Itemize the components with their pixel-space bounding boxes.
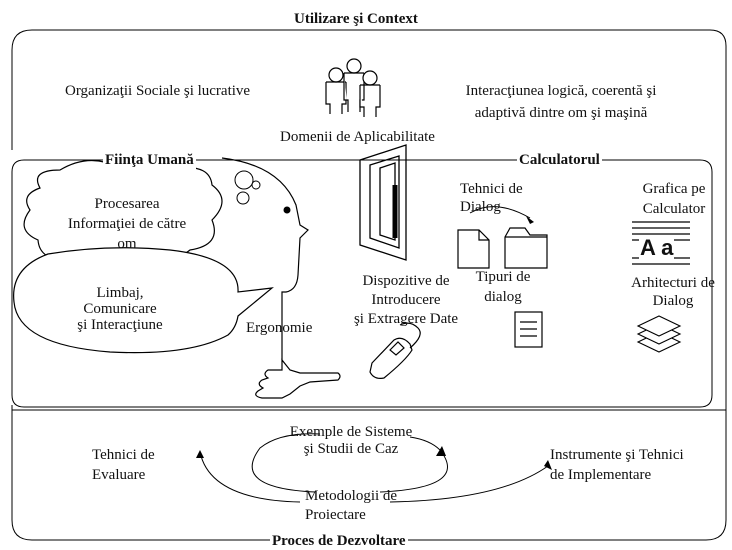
interaction-line-2: adaptivă dintre om şi maşină [474,105,648,121]
dialog-architectures-label: Arhitecturi de Dialog [614,274,732,310]
system-examples-label: Exemple de Sisteme şi Studii de Caz [276,424,426,458]
impl-arrow [544,460,552,470]
head-profile-icon [221,157,309,360]
info-processing-line-2: Informaţiei de către [67,216,187,232]
design-methodologies-line-2: Proiectare [305,507,366,523]
info-processing-line-3: om [117,236,137,252]
evaluation-line-1: Tehnici de [92,447,155,463]
computer-graphics-line-1: Grafica pe [642,181,706,197]
implementation-tools-label: Instrumente şi Tehnici de Implementare [550,446,684,484]
document-icon [457,229,490,269]
organizations-label: Organizaţii Sociale şi lucrative [65,83,251,99]
layers-icon [636,315,682,353]
language-line-1: Limbaj, [96,285,144,301]
eval-curve [199,451,301,503]
dialog-types-line-2: dialog [484,289,522,305]
language-line-3: şi Interacţiune [77,317,163,333]
speech-bubble [13,247,274,354]
interaction-label: Interacţiunea logică, coerentă şi adapti… [436,82,686,122]
io-devices-line-3: şi Extragere Date [353,311,459,327]
title-computer: Calculatorul [517,151,602,169]
cycle-arrow-right [436,446,446,456]
hand-icon [255,358,341,399]
computer-graphics-line-2: Calculator [642,201,706,217]
system-examples-line-2: şi Studii de Caz [303,441,399,457]
dialog-architectures-line-1: Arhitecturi de [631,275,715,291]
outer-frame [11,29,727,541]
title-usage-context: Utilizare şi Context [292,10,420,28]
dialog-curve [469,206,531,219]
dialog-techniques-label: Tehnici de Dialog [460,180,523,216]
monitor-icon [359,144,407,261]
dialog-techniques-line-1: Tehnici de [460,181,523,197]
list-document-icon [514,311,543,348]
dialog-curve-arrow [526,216,534,224]
system-examples-line-1: Exemple de Sisteme [289,424,413,440]
design-methodologies-line-1: Metodologii de [305,488,398,504]
language-line-2: Comunicare [83,301,157,317]
implementation-line-2: de Implementare [550,467,652,483]
implementation-line-1: Instrumente şi Tehnici [550,447,684,463]
evaluation-techniques-label: Tehnici de Evaluare [92,446,155,484]
eval-arrow [196,450,204,458]
cycle-curve-left [251,433,321,493]
thought-dot-2 [236,191,250,205]
dialog-techniques-line-2: Dialog [460,199,501,215]
eye-icon [283,206,291,214]
io-devices-label: Dispozitive de Introducere şi Extragere … [336,272,476,329]
impl-curve [389,465,549,503]
design-methodologies-label: Metodologii de Proiectare [305,487,397,525]
computer-graphics-label: Grafica pe Calculator [628,180,720,218]
language-label: Limbaj, Comunicare şi Interacţiune [50,285,190,333]
application-domains-label: Domenii de Aplicabilitate [280,129,435,145]
io-devices-line-2: Introducere [371,292,441,308]
interaction-line-1: Interacţiunea logică, coerentă şi [465,83,657,99]
thought-dot-1 [234,170,254,190]
mouse-icon [369,322,421,379]
people-icon [325,58,381,117]
thought-dot-3 [251,180,261,190]
dialog-types-line-1: Tipuri de [475,269,531,285]
title-human-being: Fiinţa Umană [103,151,196,169]
dialog-architectures-line-2: Dialog [652,293,694,309]
info-processing-label: Procesarea Informaţiei de către om [42,195,212,253]
font-sample-text: A a [639,235,675,260]
ergonomics-label: Ergonomie [246,320,313,336]
folder-icon [504,227,548,269]
dialog-types-label: Tipuri de dialog [458,268,548,306]
evaluation-line-2: Evaluare [92,467,146,483]
io-devices-line-1: Dispozitive de [362,273,450,289]
middle-panel [11,159,713,408]
info-processing-line-1: Procesarea [94,196,160,212]
title-development-process: Proces de Dezvoltare [270,532,408,550]
